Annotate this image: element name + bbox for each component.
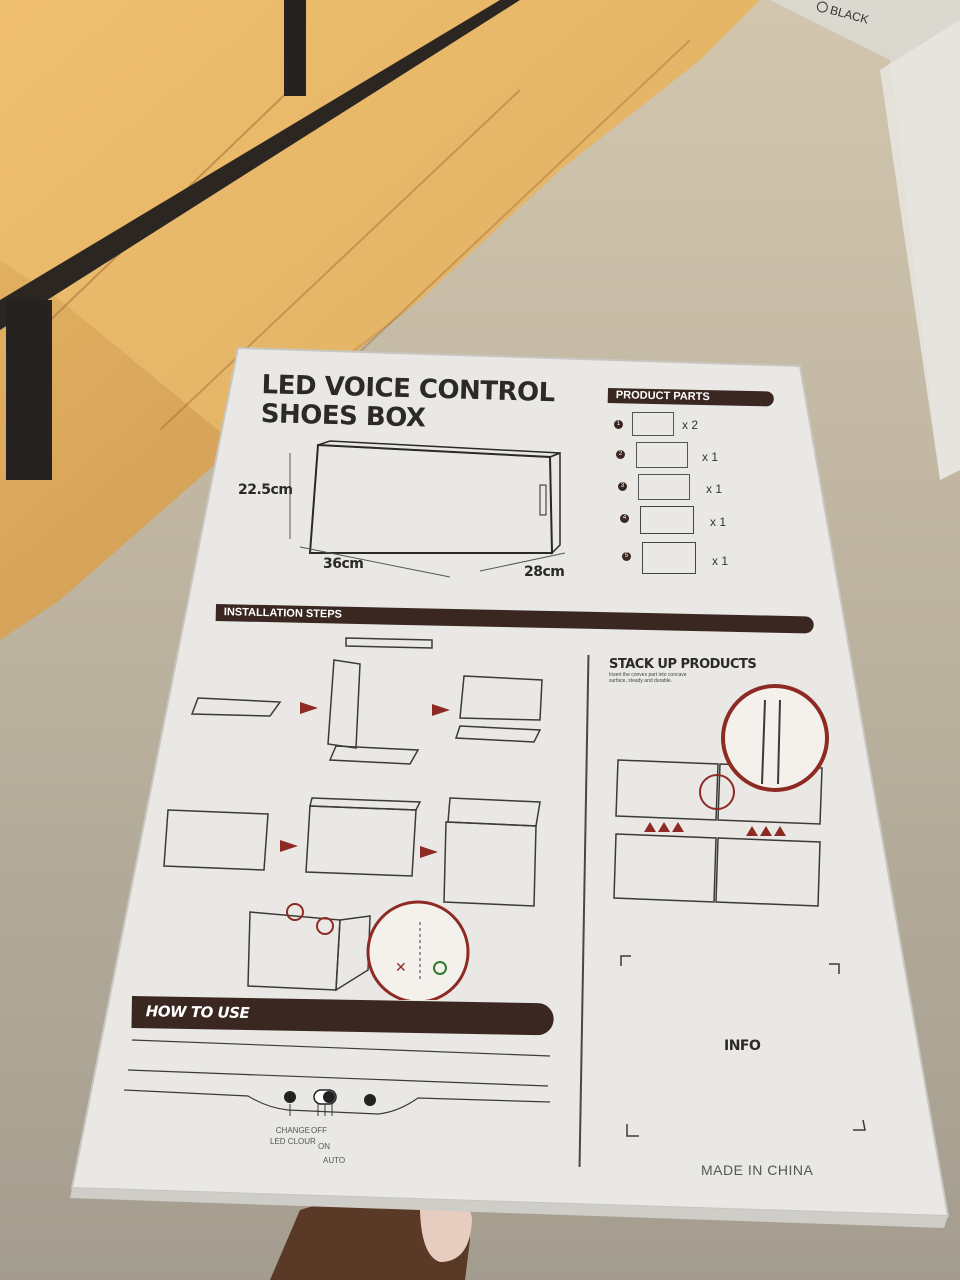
part-number: 3 bbox=[618, 482, 627, 491]
shoe-box-illustration bbox=[289, 440, 566, 578]
auto-label: AUTO bbox=[323, 1156, 346, 1165]
change-label-line-1: CHANGE bbox=[275, 1126, 311, 1135]
part-number: 4 bbox=[620, 514, 629, 523]
info-label: INFO bbox=[724, 1038, 761, 1054]
part-quantity: x 1 bbox=[706, 482, 723, 496]
stack-up-title: STACK UP PRODUCTS bbox=[609, 657, 757, 672]
part-image bbox=[642, 542, 696, 574]
on-label: ON bbox=[318, 1142, 330, 1151]
installation-diagram: ✕ bbox=[163, 637, 543, 1000]
how-to-use-header: HOW TO USE bbox=[145, 1002, 250, 1023]
part-number: 5 bbox=[622, 552, 631, 561]
part-quantity: x 1 bbox=[702, 450, 719, 464]
shelf-rail bbox=[0, 0, 520, 330]
part-quantity: x 1 bbox=[710, 515, 727, 529]
part-quantity: x 2 bbox=[682, 418, 699, 432]
stack-up-note-line-1: Insert the convex part into concave bbox=[609, 672, 687, 678]
part-image bbox=[632, 412, 674, 436]
stack-up-illustration bbox=[613, 684, 829, 907]
part-quantity: x 1 bbox=[712, 554, 729, 568]
stack-up-note: Insert the convex part into concave surf… bbox=[609, 672, 687, 684]
part-image bbox=[640, 506, 694, 534]
info-frame bbox=[620, 955, 866, 1137]
change-label-line-2: LED CLOUR bbox=[270, 1137, 316, 1146]
change-color-label: CHANGE LED CLOUR bbox=[270, 1125, 316, 1147]
part-image bbox=[636, 442, 688, 468]
hand bbox=[270, 1189, 470, 1280]
off-label: OFF bbox=[311, 1126, 327, 1135]
shelf-leg bbox=[284, 0, 306, 96]
made-in-label: MADE IN CHINA bbox=[701, 1162, 814, 1178]
part-number: 2 bbox=[616, 450, 625, 459]
part-number: 1 bbox=[614, 420, 623, 429]
dimension-depth: 28cm bbox=[524, 564, 565, 580]
svg-text:✕: ✕ bbox=[395, 960, 407, 976]
dimension-height: 22.5cm bbox=[238, 482, 293, 498]
control-panel-diagram bbox=[123, 1039, 551, 1116]
part-image bbox=[638, 474, 690, 500]
stack-up-note-line-2: surface, steady and durable. bbox=[609, 678, 673, 684]
product-title: LED VOICE CONTROL SHOES BOX bbox=[260, 370, 555, 437]
product-parts-header: PRODUCT PARTS bbox=[615, 389, 710, 404]
dimension-width: 36cm bbox=[323, 556, 364, 572]
